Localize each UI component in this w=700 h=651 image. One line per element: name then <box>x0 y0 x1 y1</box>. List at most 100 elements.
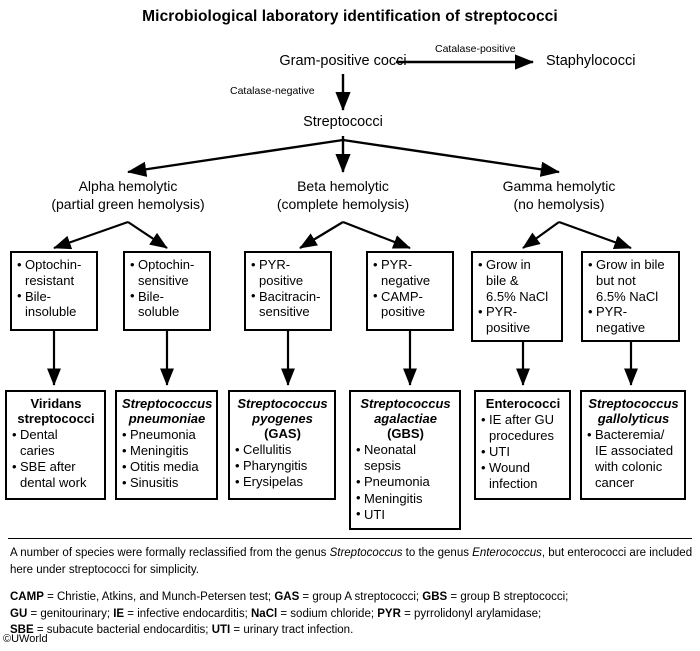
criteria-item: Optochin- <box>130 256 205 272</box>
organism-heading-line: agalactiae <box>374 411 437 427</box>
organism-item: Pneumonia <box>356 474 455 490</box>
organism-item: Cellulitis <box>235 442 330 458</box>
criteria-item-cont: negative <box>596 320 646 336</box>
organism-list: Cellulitis Pharyngitis Erysipelas <box>235 442 330 490</box>
node-streptococci: Streptococci <box>303 114 383 130</box>
criteria-box-grow-bile-nacl: Grow in bile & 6.5% NaCl PYR- positive <box>471 251 563 342</box>
criteria-box-pyr-positive: PYR- positive Bacitracin- sensitive <box>244 251 332 331</box>
criteria-box-grow-bile-not-nacl: Grow in bile but not 6.5% NaCl PYR- nega… <box>581 251 680 342</box>
organism-heading: Streptococcus pyogenes (GAS) <box>235 396 330 441</box>
criteria-item: Bile- <box>17 288 92 304</box>
note-part-1: A number of species were formally reclas… <box>10 547 330 559</box>
organism-heading-line: Streptococcus <box>237 396 328 411</box>
organism-item-cont: infection <box>489 476 538 492</box>
organism-heading-line: streptococci <box>17 411 95 427</box>
organism-item-cont: sepsis <box>364 458 401 474</box>
criteria-item-cont: positive <box>486 320 531 336</box>
criteria-item: PYR- <box>478 304 557 320</box>
criteria-item: CAMP- <box>373 288 448 304</box>
criteria-item-cont: 6.5% NaCl <box>596 288 659 304</box>
organism-heading-line: Streptococcus <box>360 396 451 411</box>
organism-heading-line: gallolyticus <box>597 411 670 427</box>
organism-item: Pharyngitis <box>235 458 330 474</box>
criteria-item-cont: positive <box>381 304 426 320</box>
organism-heading-line: pneumoniae <box>128 411 206 427</box>
organism-list: Dental caries SBE after dental work <box>12 427 100 491</box>
criteria-item-cont: soluble <box>138 304 180 320</box>
criteria-item: Grow in <box>478 256 557 272</box>
criteria-list: PYR- negative CAMP- positive <box>373 256 448 320</box>
organism-item: Meningitis <box>356 490 455 507</box>
criteria-box-optochin-sensitive: Optochin- sensitive Bile- soluble <box>123 251 211 331</box>
abbr-key: GU <box>10 607 28 620</box>
organism-list: Bacteremia/ IE associated with colonic c… <box>587 427 680 491</box>
criteria-list: Optochin- sensitive Bile- soluble <box>130 256 205 320</box>
organism-item-cont: caries <box>20 443 55 459</box>
branch-gamma-hemolytic: Gamma hemolytic (no hemolysis) <box>459 178 659 214</box>
organism-heading: Enterococci <box>481 396 565 411</box>
note-part-3: , but enterococci are included here unde… <box>10 547 693 576</box>
abbr-def: = sodium chloride; <box>277 607 378 620</box>
abbr-def: = pyrrolidonyl arylamidase; <box>400 607 542 620</box>
organism-item: IE after GU <box>481 412 565 428</box>
abbr-key: CAMP <box>10 591 44 603</box>
organism-item: UTI <box>356 506 455 523</box>
edge-label-catalase-positive: Catalase-positive <box>435 43 516 55</box>
criteria-item-cont: insoluble <box>25 304 77 320</box>
organism-heading: Streptococcus agalactiae (GBS) <box>356 396 455 441</box>
branch-beta-hemolytic: Beta hemolytic (complete hemolysis) <box>243 178 443 214</box>
criteria-item-cont: sensitive <box>138 272 189 288</box>
organism-item: Neonatal <box>356 442 455 458</box>
footer-divider <box>8 538 692 539</box>
criteria-item-cont: bile & <box>486 272 519 288</box>
organism-heading: Viridans streptococci <box>12 396 100 426</box>
node-gram-positive-cocci: Gram-positive cocci <box>279 53 407 69</box>
criteria-item-cont: resistant <box>25 272 75 288</box>
organism-box-streptococcus-gallolyticus: Streptococcus gallolyticus Bacteremia/ I… <box>580 390 686 500</box>
organism-item: SBE after <box>12 459 100 475</box>
organism-heading-abbr: (GAS) <box>264 426 301 442</box>
criteria-item: Optochin- <box>17 256 92 272</box>
criteria-item: Bile- <box>130 288 205 304</box>
criteria-item-cont: sensitive <box>259 304 310 320</box>
abbr-def: = infective endocarditis; <box>124 607 251 620</box>
organism-item: Otitis media <box>122 459 212 475</box>
organism-item: Erysipelas <box>235 474 330 490</box>
organism-heading-line: Viridans <box>30 396 82 411</box>
abbr-key: IE <box>113 607 125 620</box>
organism-box-streptococcus-pyogenes: Streptococcus pyogenes (GAS) Cellulitis … <box>228 390 336 500</box>
note-part-2: to the genus <box>402 547 473 559</box>
organism-item: Dental <box>12 427 100 443</box>
organism-item-cont: procedures <box>489 428 555 444</box>
organism-item: Pneumonia <box>122 427 212 443</box>
organism-heading-abbr: (GBS) <box>387 426 424 442</box>
criteria-item: PYR- <box>251 256 326 272</box>
abbr-def: = group A streptococci; <box>299 591 423 603</box>
branch-beta-name: Beta hemolytic <box>297 178 389 194</box>
criteria-item: Bacitracin- <box>251 288 326 304</box>
page-title: Microbiological laboratory identificatio… <box>142 8 558 25</box>
organism-box-streptococcus-pneumoniae: Streptococcus pneumoniae Pneumonia Menin… <box>115 390 218 500</box>
organism-item: Wound <box>481 460 565 476</box>
abbr-def: = genitourinary; <box>27 607 114 620</box>
organism-item: UTI <box>481 444 565 460</box>
organism-item-cont: IE associated <box>595 443 674 459</box>
criteria-list: PYR- positive Bacitracin- sensitive <box>251 256 326 320</box>
abbr-def: = Christie, Atkins, and Munch-Petersen t… <box>43 591 275 603</box>
organism-heading: Streptococcus gallolyticus <box>587 396 680 426</box>
branch-alpha-name: Alpha hemolytic <box>78 178 178 194</box>
organism-list: Neonatal sepsis Pneumonia Meningitis UTI <box>356 442 455 522</box>
organism-list: Pneumonia Meningitis Otitis media Sinusi… <box>122 427 212 491</box>
node-staphylococci: Staphylococci <box>546 53 636 69</box>
criteria-item: Grow in bile <box>588 256 674 272</box>
organism-heading-line: Streptococcus <box>122 396 213 411</box>
organism-heading-line: Streptococcus <box>588 396 679 411</box>
abbr-def: = group B streptococci; <box>447 591 569 603</box>
branch-gamma-detail: (no hemolysis) <box>513 195 605 212</box>
organism-box-streptococcus-agalactiae: Streptococcus agalactiae (GBS) Neonatal … <box>349 390 461 530</box>
organism-item-cont: cancer <box>595 475 635 491</box>
branch-alpha-detail: (partial green hemolysis) <box>51 195 205 212</box>
abbr-def: = subacute bacterial endocarditis; <box>33 624 212 637</box>
abbr-key: PYR <box>377 607 401 620</box>
organism-item-cont: with colonic <box>595 459 663 475</box>
